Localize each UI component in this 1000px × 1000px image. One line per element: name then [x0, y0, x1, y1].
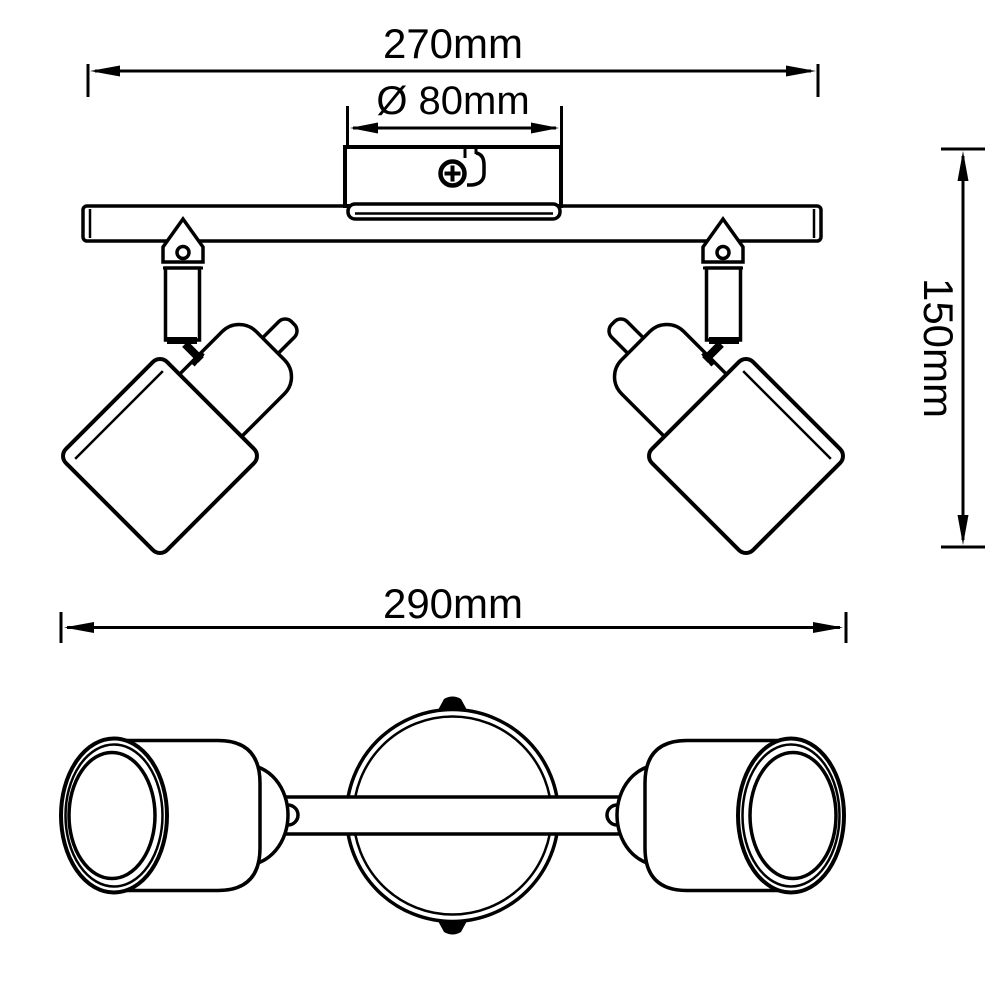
- dimension-270-label: 270mm: [383, 20, 523, 67]
- bottom-view: 290mm: [59, 580, 848, 935]
- screw-tab-top: [438, 696, 467, 710]
- dimension-height-150: 150mm: [915, 147, 985, 549]
- arrowhead-down-icon: [957, 515, 969, 545]
- arrowhead-right-icon: [531, 122, 559, 134]
- dimension-150-label: 150mm: [915, 278, 962, 418]
- dimension-overall-width-290: 290mm: [59, 580, 848, 643]
- spotlight-left-bottom: [59, 736, 300, 895]
- cable-hook-icon: [463, 148, 486, 187]
- arrowhead-left-icon: [64, 622, 94, 633]
- track-bar-bottom: [250, 795, 656, 836]
- arrowhead-left-icon: [350, 122, 378, 134]
- phillips-screw-icon: [438, 159, 467, 188]
- front-view: 270mm Ø 80mm: [59, 20, 985, 557]
- dimension-290-label: 290mm: [383, 580, 523, 627]
- dimension-80-label: Ø 80mm: [376, 79, 529, 123]
- arrowhead-right-icon: [786, 65, 816, 77]
- spotlight-left: [59, 219, 344, 557]
- dimension-overall-width-270: 270mm: [86, 20, 820, 97]
- spotlight-right-bottom: [605, 736, 846, 895]
- dimension-canopy-diameter-80: Ø 80mm: [346, 79, 563, 146]
- canopy-box: [343, 145, 563, 221]
- arrowhead-up-icon: [957, 151, 969, 181]
- screw-tab-bottom: [438, 921, 467, 935]
- spotlight-right: [563, 219, 848, 557]
- arrowhead-right-icon: [813, 622, 843, 633]
- arrowhead-left-icon: [90, 65, 120, 77]
